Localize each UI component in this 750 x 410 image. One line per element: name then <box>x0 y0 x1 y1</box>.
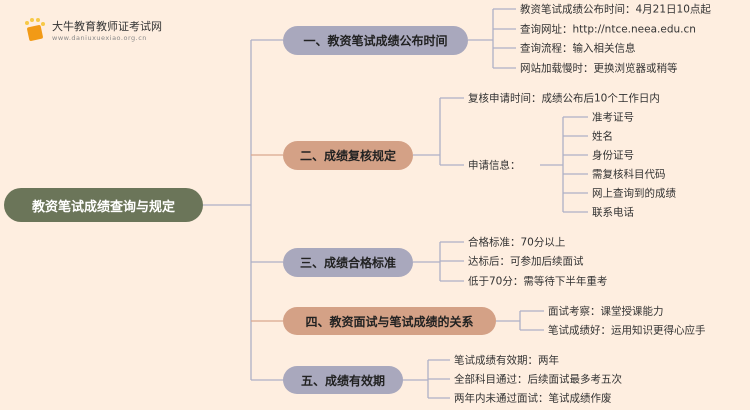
branch-4[interactable]: 四、教资面试与笔试成绩的关系 <box>283 307 496 335</box>
leaf: 网站加载慢时：更换浏览器或稍等 <box>520 62 678 75</box>
leaf: 教资笔试成绩公布时间：4月21日10点起 <box>520 3 711 16</box>
branch3-bracket <box>413 241 464 282</box>
branch2-sub-bracket <box>540 116 588 213</box>
leaf: 合格标准：70分以上 <box>468 236 566 249</box>
trunk-line <box>203 39 283 381</box>
branch2-bracket <box>413 97 464 166</box>
sub-leaf: 身份证号 <box>592 149 634 162</box>
leaf: 笔试成绩好：运用知识更得心应手 <box>548 324 706 337</box>
sub-leaf: 网上查询到的成绩 <box>592 187 676 200</box>
leaf: 达标后：可参加后续面试 <box>468 255 584 268</box>
branch-5[interactable]: 五、成绩有效期 <box>283 366 403 394</box>
leaf: 两年内未通过面试：笔试成绩作废 <box>454 392 612 405</box>
leaf: 复核申请时间：成绩公布后10个工作日内 <box>468 92 660 105</box>
leaf: 面试考察：课堂授课能力 <box>548 305 664 318</box>
leaf: 低于70分：需等待下半年重考 <box>468 275 608 288</box>
logo: 大牛教育教师证考试网 www.daniuxuexiao.org.cn <box>22 17 162 43</box>
book-logo-icon <box>25 18 45 41</box>
branch-3[interactable]: 三、成绩合格标准 <box>283 248 413 277</box>
leaf: 查询网址：http://ntce.neea.edu.cn <box>520 23 696 36</box>
sub-leaf: 准考证号 <box>592 111 634 124</box>
sub-leaf: 联系电话 <box>592 206 634 219</box>
root-node[interactable]: 教资笔试成绩查询与规定 <box>4 188 203 222</box>
branch5-bracket <box>403 359 450 399</box>
sub-leaf: 需复核科目代码 <box>592 168 666 181</box>
branch4-bracket <box>496 310 544 331</box>
leaf: 全部科目通过：后续面试最多考五次 <box>454 373 622 386</box>
branch-1[interactable]: 一、教资笔试成绩公布时间 <box>283 26 468 55</box>
branch-2[interactable]: 二、成绩复核规定 <box>283 141 413 170</box>
leaf: 笔试成绩有效期：两年 <box>454 354 559 367</box>
branch1-bracket <box>468 8 516 69</box>
sub-leaf: 姓名 <box>592 130 613 143</box>
logo-url: www.daniuxuexiao.org.cn <box>52 34 147 42</box>
leaf: 查询流程：输入相关信息 <box>520 42 636 55</box>
leaf: 申请信息： <box>468 159 521 172</box>
logo-title: 大牛教育教师证考试网 <box>52 20 162 33</box>
